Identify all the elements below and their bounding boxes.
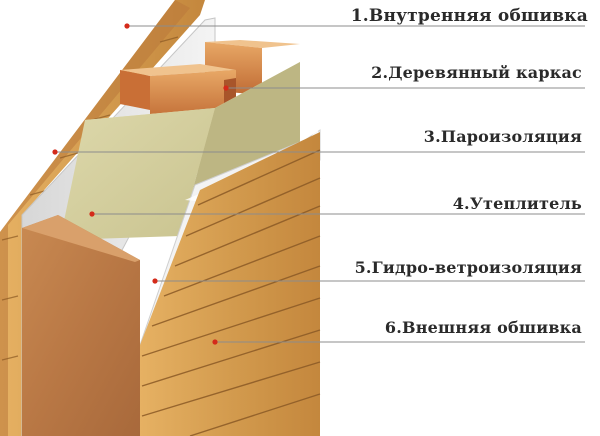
label-outer-cladding: 6.Внешняя обшивка xyxy=(384,318,582,337)
label-inner-cladding: 1.Внутренняя обшивка xyxy=(350,6,588,26)
leader-dots xyxy=(52,23,229,345)
label-wooden-frame: 2.Деревянный каркас xyxy=(371,63,582,82)
label-insulation: 4.Утеплитель xyxy=(452,194,582,213)
label-wind-barrier: 5.Гидро-ветроизоляция xyxy=(354,258,582,277)
label-vapor-barrier: 3.Пароизоляция xyxy=(423,127,582,146)
wood-face xyxy=(22,215,140,436)
outer-cladding xyxy=(140,132,321,436)
leader-lines xyxy=(55,25,585,343)
insulation xyxy=(60,62,300,240)
